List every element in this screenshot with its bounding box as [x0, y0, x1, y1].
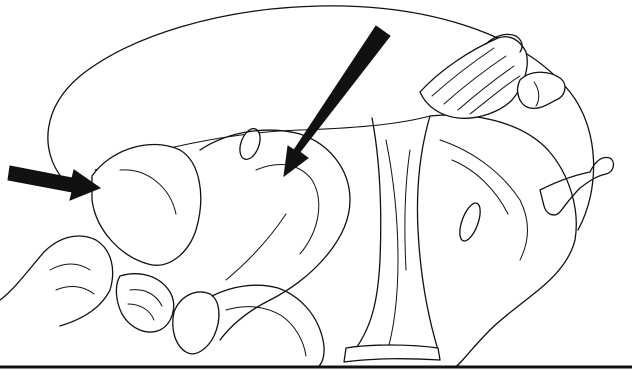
lower-mid-fold-inner	[226, 307, 306, 356]
left-mandible-lobe	[92, 144, 201, 265]
left-foreground-inner	[50, 264, 94, 294]
column-collar	[344, 345, 440, 362]
right-oval	[456, 200, 485, 243]
lower-mid-fold	[212, 285, 324, 367]
upper-arrow	[284, 26, 390, 176]
posterior-curves	[440, 140, 528, 260]
middle-diagonal-structure	[200, 130, 350, 340]
middle-diagonal-inner	[226, 165, 319, 280]
left-arrow	[8, 166, 100, 200]
right-appendage	[540, 158, 613, 215]
left-foreground-shape	[0, 236, 113, 326]
central-column-inner	[386, 140, 410, 356]
labium	[173, 292, 219, 354]
crown-structure	[420, 37, 527, 119]
posterior-body-outline	[430, 115, 576, 367]
palp-appendage	[116, 274, 173, 332]
crown-lobes	[518, 72, 565, 108]
